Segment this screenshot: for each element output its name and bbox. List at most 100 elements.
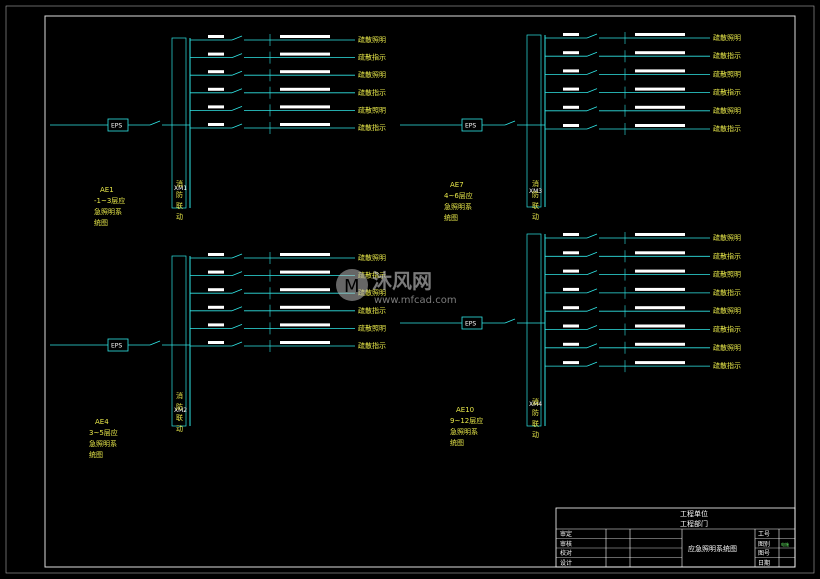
title-dept: 工程部门 (680, 519, 708, 528)
branch-label: 疏散指示 (358, 306, 386, 315)
title-block: 工程单位 工程部门 应急照明系统图 审定 审核 校对 设计 工号 图别 图号 日… (555, 507, 796, 568)
branch-circuit: 疏散指示 (545, 250, 741, 263)
branch-circuit: 疏散照明 (190, 252, 386, 264)
fire-linkage-char: 消 (176, 179, 183, 188)
group-code: AE7 (450, 181, 464, 189)
watermark-brand: 沐风网 (372, 269, 432, 293)
branch-circuit: 疏散指示 (190, 51, 386, 64)
branch-circuit: 疏散照明 (190, 104, 386, 117)
title-right-label-3: 图号 (758, 550, 770, 557)
cabinet-label: XM4 (529, 401, 542, 408)
branch-circuit: 疏散照明 (190, 69, 386, 82)
branch-label: 疏散指示 (358, 53, 386, 62)
caption-line: 3~5层应 (89, 428, 118, 437)
eps-box-label: EPS (465, 123, 476, 130)
branch-circuit: 疏散指示 (190, 304, 386, 317)
branch-label: 疏散指示 (358, 271, 386, 280)
branch-circuit: 疏散照明 (545, 104, 741, 117)
caption-line: 统图 (94, 218, 108, 227)
fire-linkage-char: 防 (176, 190, 183, 199)
branch-circuit: 疏散照明 (190, 287, 386, 300)
branch-circuit: 疏散照明 (190, 322, 386, 335)
branch-circuit: 疏散照明 (545, 305, 741, 318)
title-sheet: 电施 (781, 541, 789, 547)
fire-linkage-char: 防 (532, 408, 539, 417)
caption-line: -1~3层应 (94, 196, 125, 205)
watermark-url: www.mfcad.com (374, 295, 457, 306)
panel-p4: EPSXM4消防联动疏散照明疏散指示疏散照明疏散指示疏散照明疏散指示疏散照明疏散… (400, 232, 741, 447)
branch-label: 疏散指示 (713, 325, 741, 334)
fire-linkage-char: 联 (176, 413, 183, 422)
branch-label: 疏散指示 (713, 361, 741, 370)
fire-linkage-char: 联 (532, 201, 539, 210)
branch-circuit: 疏散指示 (545, 123, 741, 135)
title-row-label-1: 审定 (560, 530, 572, 538)
caption-line: 统图 (450, 438, 464, 447)
caption-line: 统图 (444, 213, 458, 222)
panels-layer: EPSXM1消防联动疏散照明疏散指示疏散照明疏散指示疏散照明疏散指示AE1-1~… (50, 32, 741, 459)
branch-circuit: 疏散照明 (545, 341, 741, 354)
branch-circuit: 疏散照明 (545, 68, 741, 81)
branch-circuit: 疏散指示 (545, 286, 741, 299)
caption-line: 统图 (89, 450, 103, 459)
fire-linkage-char: 动 (532, 212, 539, 221)
branch-circuit: 疏散指示 (190, 340, 386, 352)
fire-linkage-char: 联 (176, 201, 183, 210)
caption-line: 9~12层应 (450, 416, 483, 425)
branch-label: 疏散指示 (713, 51, 741, 60)
title-row-label-3: 校对 (560, 549, 572, 557)
branch-circuit: 疏散指示 (190, 269, 386, 282)
branch-label: 疏散照明 (358, 288, 386, 297)
caption-line: 4~6层应 (444, 191, 473, 200)
branch-label: 疏散指示 (713, 124, 741, 133)
fire-linkage-char: 消 (532, 179, 539, 188)
eps-box-label: EPS (111, 123, 122, 130)
inner-frame (44, 15, 796, 568)
fire-linkage-char: 动 (532, 430, 539, 439)
branch-circuit: 疏散照明 (545, 268, 741, 281)
panel-p3: EPSXM2消防联动疏散照明疏散指示疏散照明疏散指示疏散照明疏散指示AE43~5… (50, 252, 386, 459)
group-code: AE10 (456, 406, 474, 414)
branch-label: 疏散指示 (713, 88, 741, 97)
title-company: 工程单位 (680, 509, 708, 518)
branch-circuit: 疏散指示 (545, 323, 741, 336)
branch-circuit: 疏散指示 (545, 360, 741, 373)
branch-label: 疏散照明 (713, 106, 741, 115)
caption-line: 急照明系 (444, 202, 472, 211)
branch-label: 疏散指示 (713, 288, 741, 297)
title-row-label-4: 设计 (560, 559, 572, 567)
title-drawing-name: 应急照明系统图 (688, 544, 737, 553)
branch-circuit: 疏散照明 (190, 34, 386, 46)
fire-linkage-char: 防 (532, 190, 539, 199)
title-block-frame (555, 507, 796, 568)
fire-linkage-char: 动 (176, 424, 183, 433)
branch-circuit: 疏散指示 (545, 50, 741, 63)
branch-circuit: 疏散照明 (545, 32, 741, 44)
cabinet-label: XM2 (174, 407, 187, 414)
panel-p2: EPSXM3消防联动疏散照明疏散指示疏散照明疏散指示疏散照明疏散指示AE74~6… (400, 32, 741, 222)
fire-linkage-char: 消 (176, 391, 183, 400)
outer-frame (5, 5, 815, 574)
cabinet-label: XM3 (529, 188, 542, 195)
fire-linkage-char: 消 (532, 397, 539, 406)
branch-label: 疏散照明 (358, 105, 386, 114)
cabinet-label: XM1 (174, 185, 187, 192)
fire-linkage-char: 联 (532, 419, 539, 428)
title-row-label-2: 审核 (560, 540, 572, 548)
watermark: M (336, 269, 368, 301)
group-code: AE1 (100, 186, 114, 194)
branch-label: 疏散照明 (713, 306, 741, 315)
caption-line: 急照明系 (94, 207, 122, 216)
title-right-label-1: 工号 (758, 531, 770, 538)
branch-label: 疏散照明 (358, 323, 386, 332)
branch-label: 疏散照明 (358, 253, 386, 262)
panel-p1: EPSXM1消防联动疏散照明疏散指示疏散照明疏散指示疏散照明疏散指示AE1-1~… (50, 34, 386, 227)
caption-line: 急照明系 (89, 439, 117, 448)
branch-label: 疏散指示 (358, 341, 386, 350)
branch-label: 疏散照明 (713, 33, 741, 42)
fire-linkage-char: 动 (176, 212, 183, 221)
branch-label: 疏散照明 (713, 270, 741, 279)
branch-label: 疏散指示 (358, 123, 386, 132)
branch-label: 疏散照明 (713, 233, 741, 242)
